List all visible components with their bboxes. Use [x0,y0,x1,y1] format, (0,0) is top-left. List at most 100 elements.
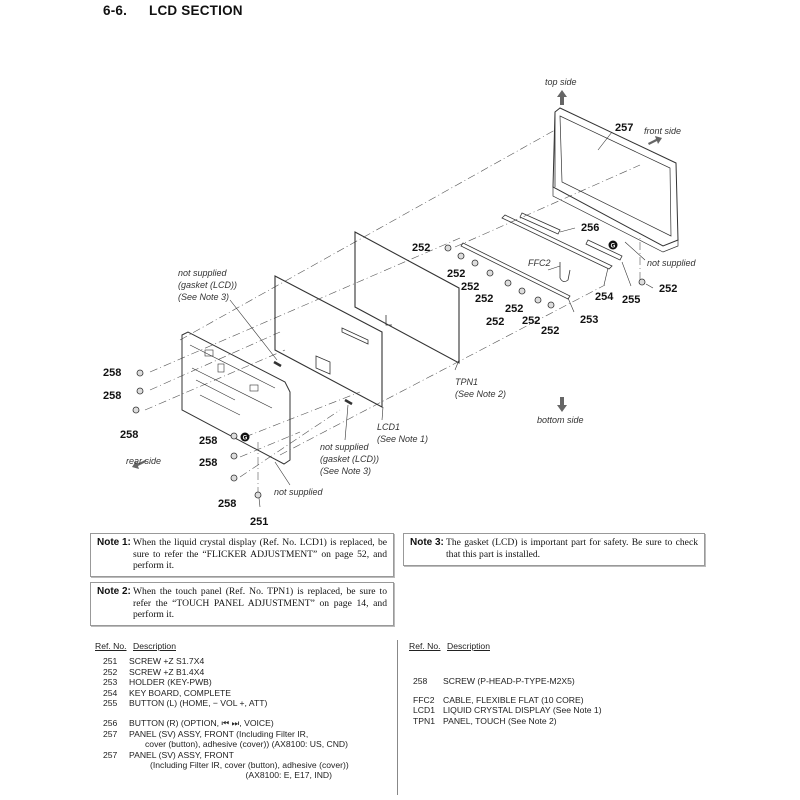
part-desc: PANEL, TOUCH (See Note 2) [443,715,557,726]
page-title: 6-6. LCD SECTION [103,3,243,18]
parts-header: Ref. No. Description [95,641,395,651]
header-ref: Ref. No. [95,641,127,651]
callout-258: 258 [218,498,236,510]
label-gasket-bottom: (gasket (LCD)) [320,454,379,464]
screws-258 [132,369,238,482]
callout-258: 258 [103,390,121,402]
label-lcd1: LCD1 [377,422,400,432]
part-row: 254 KEY BOARD, COMPLETE [95,688,395,698]
leader-lines [229,131,654,508]
button-l-255 [585,239,623,261]
note-2-label: Note 2: [97,586,131,597]
label-not-supplied-button: not supplied [647,258,697,268]
part-ref: 257 [103,728,118,739]
label-not-supplied-gasket-bottom: not supplied [320,442,370,452]
label-tpn1: TPN1 [455,377,478,387]
callout-258: 258 [103,367,121,379]
label-not-supplied-frame: not supplied [274,487,324,497]
part-row: LCD1 LIQUID CRYSTAL DISPLAY (See Note 1) [409,705,709,715]
grease-mark-label: G [611,244,616,250]
callout-254: 254 [595,291,614,303]
part-ref: FFC2 [413,694,435,705]
note-3-text: The gasket (LCD) is important part for s… [446,537,698,560]
arrow-down-icon [557,397,567,412]
part-desc: LIQUID CRYSTAL DISPLAY (See Note 1) [443,705,602,716]
callout-252: 252 [505,303,523,315]
part-ref: 252 [103,666,118,677]
label-bottom-side: bottom side [537,415,584,425]
callout-252: 252 [486,316,504,328]
part-ref: 255 [103,698,118,709]
part-desc-cont: (AX8100: E, E17, IND) [245,770,332,781]
note-1: Note 1: When the liquid crystal display … [90,533,394,577]
callout-252: 252 [461,281,479,293]
label-not-supplied-gasket-top: not supplied [178,268,228,278]
arrow-rear-icon [132,460,146,469]
screws-252 [444,244,646,309]
gasket-lower [344,398,353,406]
part-row: TPN1 PANEL, TOUCH (See Note 2) [409,716,709,726]
section-number: 6-6. [103,3,128,18]
callout-258: 258 [199,457,217,469]
label-ffc2: FFC2 [528,258,551,268]
callout-253: 253 [580,314,598,326]
note-3-label: Note 3: [410,537,444,548]
part-desc: SCREW (P-HEAD-P-TYPE-M2X5) [443,676,575,687]
grease-mark-icon [608,240,618,250]
callout-251: 251 [250,516,268,528]
part-ref: 257 [103,749,118,760]
callout-252: 252 [659,283,677,295]
callout-258: 258 [120,429,138,441]
callout-252: 252 [475,293,493,305]
keyboard-254 [501,214,613,270]
callout-258: 258 [199,435,217,447]
part-ref: TPN1 [413,715,435,726]
part-desc: BUTTON (R) (OPTION, ⏮ ⏭, VOICE) [129,718,274,729]
label-see-note3-bottom: (See Note 3) [320,466,371,476]
header-desc: Description [447,641,490,651]
callout-255: 255 [622,294,640,306]
touch-panel-tpn1 [354,231,460,364]
note-2: Note 2: When the touch panel (Ref. No. T… [90,582,394,626]
label-see-note3-top: (See Note 3) [178,292,229,302]
arrow-front-icon [648,136,662,145]
part-desc-cont: (Including Filter IR, cover (button), ad… [150,760,349,771]
exploded-diagram: top side front side bottom side rear sid… [103,77,697,528]
part-desc: PANEL (SV) ASSY, FRONT (Including Filter… [129,728,309,739]
part-desc: SCREW +Z B1.4X4 [129,666,205,677]
grease-mark-icon [240,432,250,442]
screw-251 [254,491,262,499]
part-ref: 256 [103,718,118,729]
part-ref: 254 [103,687,118,698]
lcd-panel-lcd1 [274,275,383,408]
part-row: 257 PANEL (SV) ASSY, FRONT [95,750,395,760]
grease-mark-label: G [243,436,248,442]
rear-frame [181,331,291,465]
part-desc: KEY BOARD, COMPLETE [129,687,232,698]
part-desc-cont: cover (button), adhesive (cover)) (AX810… [145,739,348,750]
holder-253 [460,242,571,300]
part-ref: 253 [103,677,118,688]
label-gasket-top: (gasket (LCD)) [178,280,237,290]
note-2-text: When the touch panel (Ref. No. TPN1) is … [133,586,387,620]
callout-252: 252 [522,315,540,327]
part-ref: LCD1 [413,705,435,716]
callout-252: 252 [447,268,465,280]
callout-252: 252 [412,242,430,254]
gasket-upper [273,360,282,368]
parts-header: Ref. No. Description [409,641,709,651]
header-desc: Description [133,641,176,651]
ffc2-cable [559,262,571,282]
label-lcd1-note: (See Note 1) [377,434,428,444]
arrow-up-icon [557,90,567,105]
button-r-256 [519,212,561,235]
part-desc: PANEL (SV) ASSY, FRONT [129,749,234,760]
callout-252: 252 [541,325,559,337]
label-front-side: front side [644,126,681,136]
